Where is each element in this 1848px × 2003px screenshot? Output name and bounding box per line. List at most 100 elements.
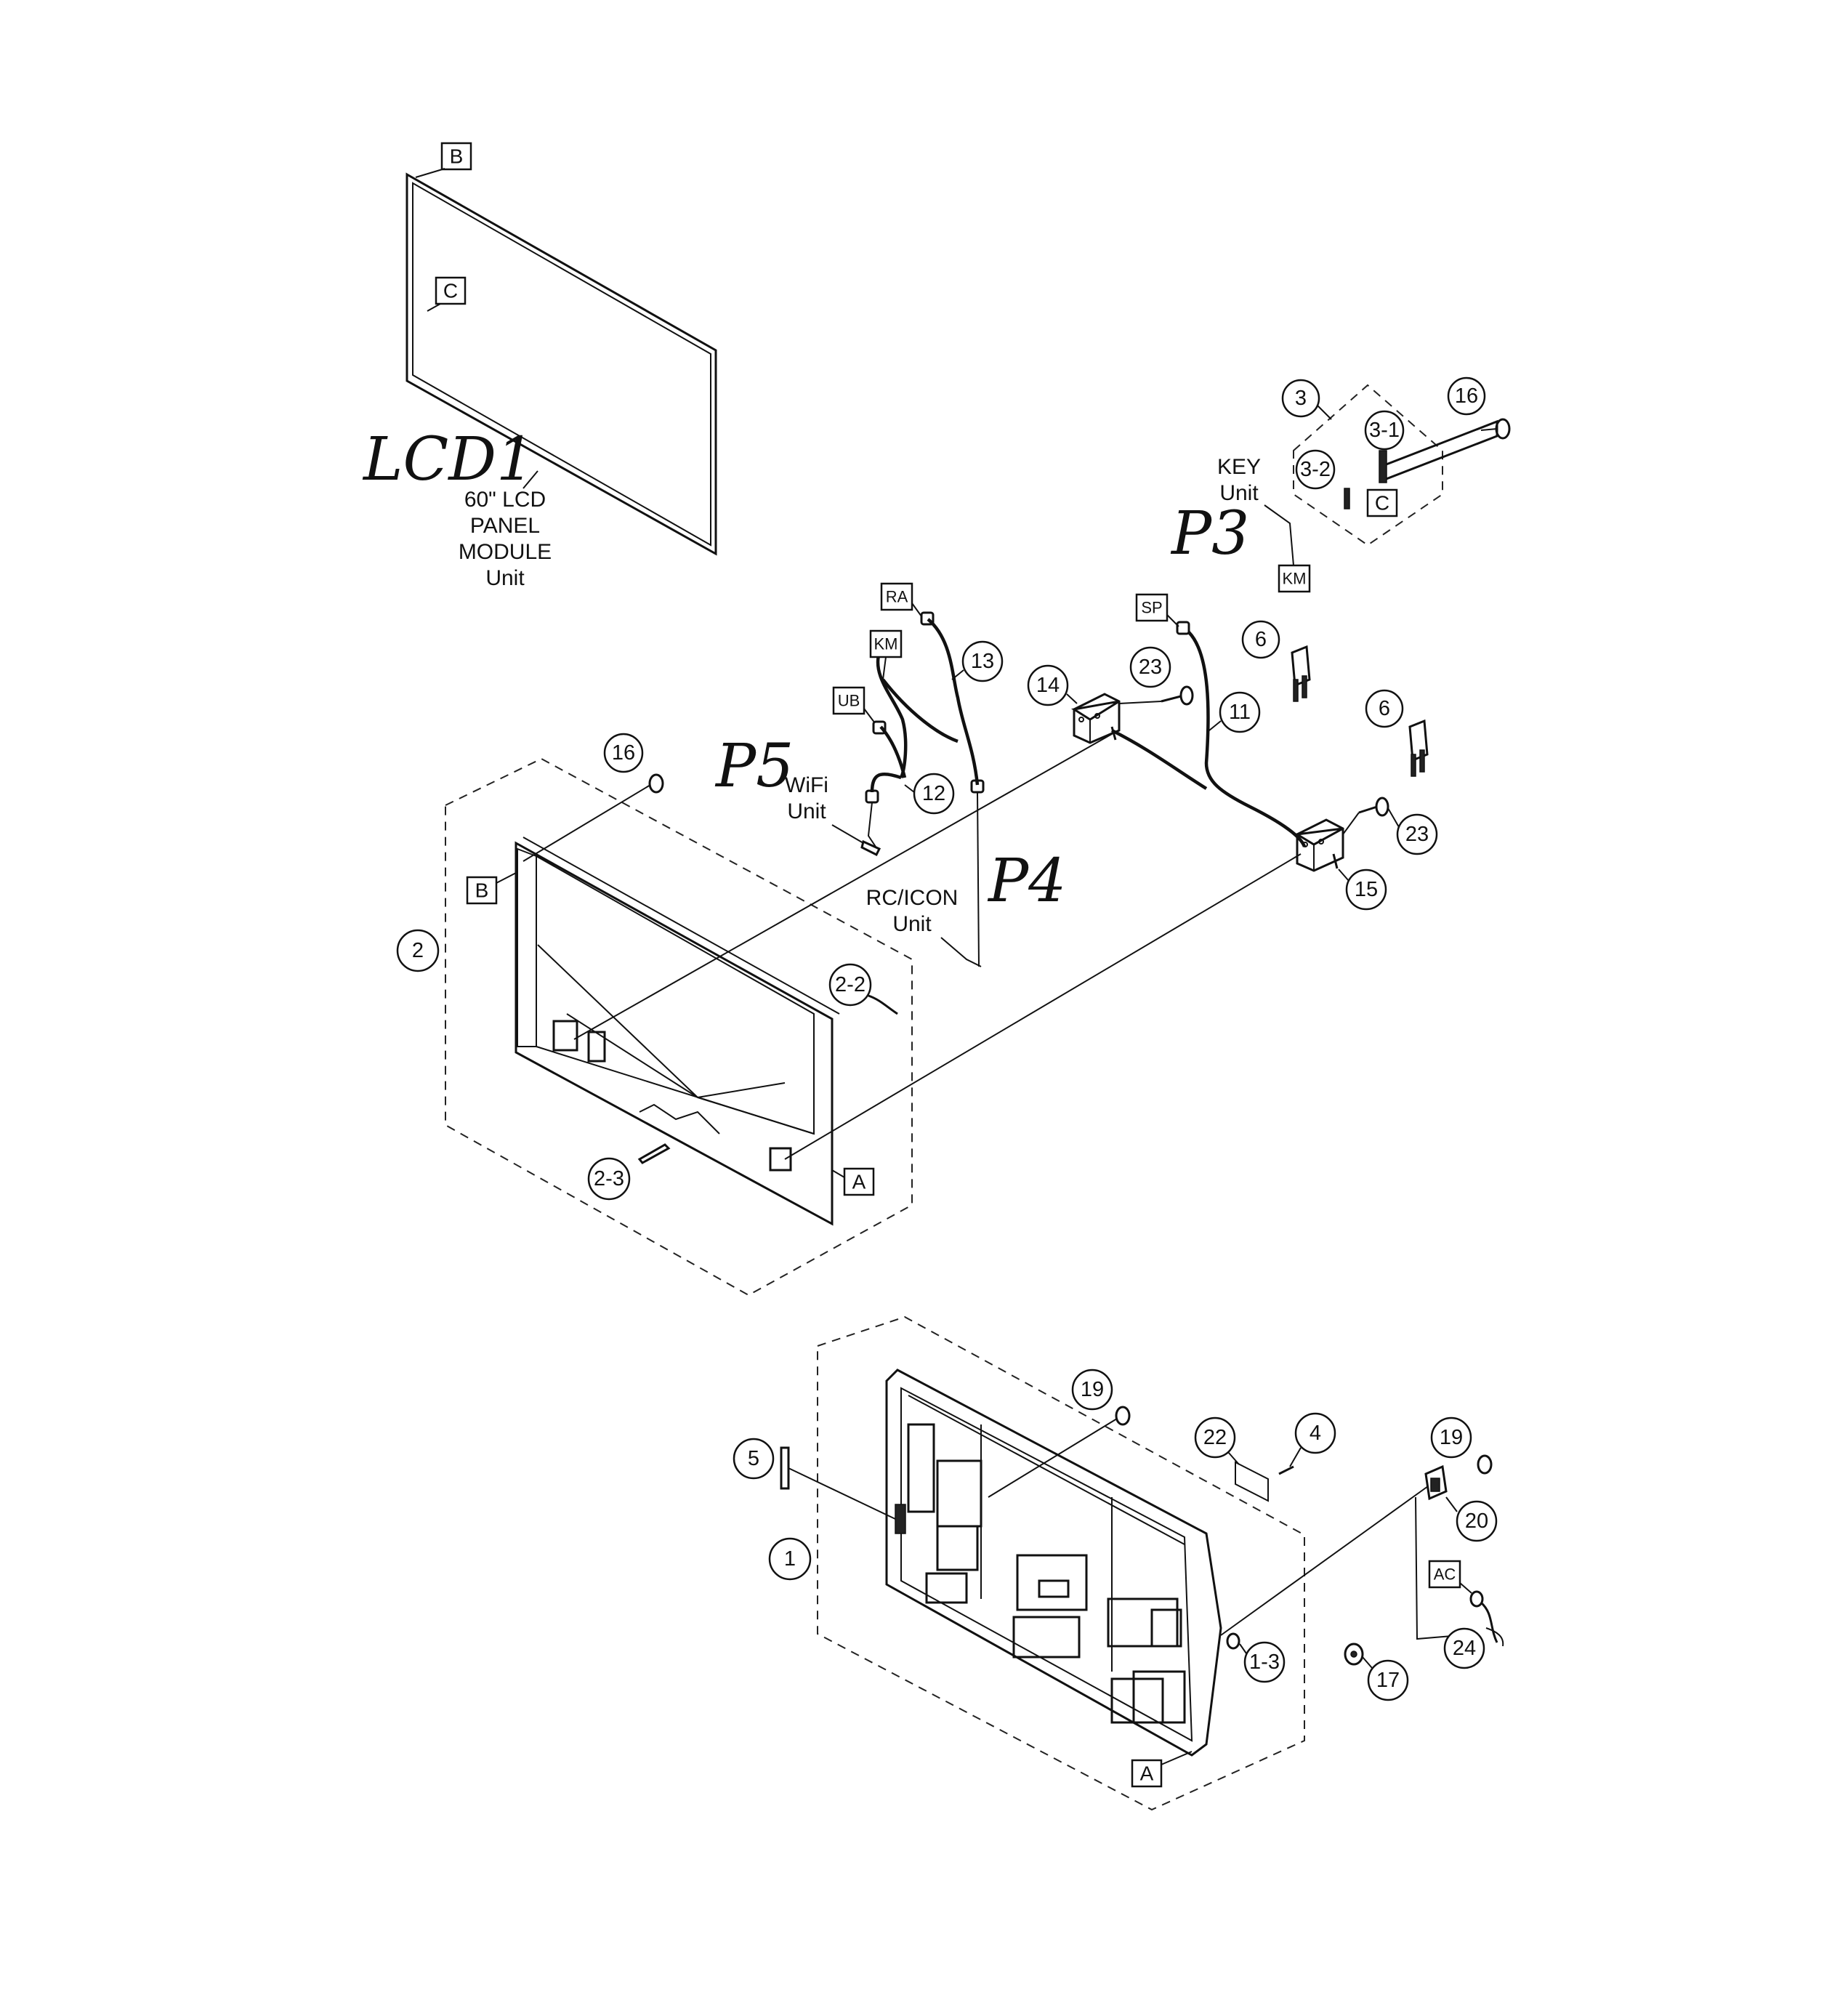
callout-14: 14 [1027,664,1078,706]
ref-km-key-label: KM [1283,570,1307,588]
callout-16-frame: 16 [603,733,644,773]
handwritten-p5: P5 [714,732,794,801]
svg-text:17: 17 [1376,1669,1400,1692]
callout-24: 24 [1443,1627,1485,1669]
callout-3-2: 3-2 [1295,449,1336,490]
callout-3-1: 3-1 [1364,410,1405,451]
front-frame [515,837,840,1226]
callout-17: 17 [1367,1659,1409,1701]
callout-13: 13 [951,640,1004,682]
cable-11 [1110,621,1307,847]
callout-6-bottom: 6 [1365,689,1404,728]
svg-text:20: 20 [1465,1510,1488,1533]
ref-c-panel-label: C [443,280,458,302]
key-unit-label: KEY Unit [1217,455,1261,505]
ref-b-top-label: B [450,145,464,168]
svg-text:1: 1 [784,1547,796,1571]
ref-c-key-label: C [1375,492,1389,515]
svg-text:23: 23 [1139,656,1162,679]
callout-6-top: 6 [1241,620,1280,659]
part-2-2 [868,994,898,1015]
ref-b-frame-label: B [475,879,489,902]
lcd-panel-unit-label: 60" LCD PANEL MODULE Unit [459,488,552,590]
svg-text:12: 12 [922,782,945,805]
ref-box-km-key: KM [1278,564,1311,593]
svg-text:3-1: 3-1 [1369,419,1400,442]
lcd-panel-label-line4: Unit [485,566,525,590]
screw-23-bottom [1342,797,1400,835]
ref-sp-label: SP [1141,599,1162,617]
ac-cord-line [1415,1496,1461,1640]
ref-a-frame-label: A [852,1171,866,1193]
ac-cord-24 [1469,1590,1504,1647]
callout-2-3: 2-3 [587,1157,631,1201]
svg-text:2: 2 [412,939,424,962]
ref-box-sp: SP [1135,593,1179,627]
handwritten-p3: P3 [1170,499,1249,568]
part-4 [1278,1447,1302,1475]
alignment-line-20 [1220,1486,1429,1636]
callout-2: 2 [396,929,440,972]
group-1-outline [817,1315,1305,1811]
ref-box-km-cable: KM [869,629,903,680]
handwritten-p4: P4 [987,847,1066,916]
svg-text:3-2: 3-2 [1300,458,1331,481]
wifi-unit-label: WiFi Unit [785,773,828,823]
ref-a-back-label: A [1140,1762,1154,1785]
ref-box-a-frame: A [831,1167,875,1196]
part-1-3 [1226,1632,1247,1654]
alignment-line-15 [784,853,1302,1160]
key-unit-lead [1264,504,1294,566]
callout-4: 4 [1294,1412,1336,1454]
svg-text:16: 16 [612,741,635,765]
ref-box-c-panel: C [427,276,467,312]
callout-22: 22 [1194,1416,1236,1459]
svg-text:16: 16 [1455,384,1478,408]
svg-text:13: 13 [971,650,994,673]
callout-16-key: 16 [1447,376,1486,416]
svg-text:19: 19 [1440,1426,1463,1449]
screw-16-frame [522,773,664,862]
svg-text:2-3: 2-3 [594,1167,624,1190]
screw-23-top [1118,685,1194,706]
svg-text:2-2: 2-2 [835,973,866,996]
ref-box-ra: RA [880,582,922,617]
callout-23-top: 23 [1129,646,1171,688]
lcd-panel-label-line3: MODULE [459,540,552,564]
ref-box-c-key: C [1366,488,1398,517]
ref-box-b-top: B [415,142,472,178]
screw-19-ac [1477,1454,1493,1475]
bracket-6-top [1291,645,1311,702]
svg-text:19: 19 [1081,1378,1104,1401]
group-3-outline [1293,384,1443,547]
svg-text:14: 14 [1036,674,1060,697]
speaker-14 [1070,693,1121,744]
callout-1: 1 [768,1537,812,1581]
part-22-label-sheet [1227,1451,1269,1502]
svg-text:24: 24 [1453,1637,1476,1660]
key-part-3-2 [1344,488,1350,509]
rc-icon-unit-label-line1: RC/ICON [866,886,959,910]
callout-23-bottom: 23 [1396,813,1438,855]
callout-3: 3 [1281,379,1320,418]
ref-box-b-frame: B [466,871,518,905]
rc-icon-unit-label-line2: Unit [892,912,932,936]
ac-inlet-20 [1424,1464,1448,1501]
svg-text:5: 5 [748,1447,759,1470]
key-part-3-1 [1379,419,1498,483]
bracket-6-bottom [1408,719,1429,777]
svg-text:11: 11 [1229,701,1251,724]
rear-cover [885,1369,1222,1757]
part-2-3 [637,1143,671,1164]
part-5 [780,1446,790,1490]
svg-text:15: 15 [1355,878,1378,901]
ref-ub-label: UB [838,692,860,710]
ref-ac-label: AC [1434,1565,1456,1584]
ref-km-cable-label: KM [874,635,898,653]
callout-20: 20 [1445,1496,1498,1542]
alignment-line-14 [573,733,1113,1040]
callout-15: 15 [1338,868,1387,911]
lcd-panel-label-line2: PANEL [470,514,540,538]
svg-text:23: 23 [1405,823,1429,846]
